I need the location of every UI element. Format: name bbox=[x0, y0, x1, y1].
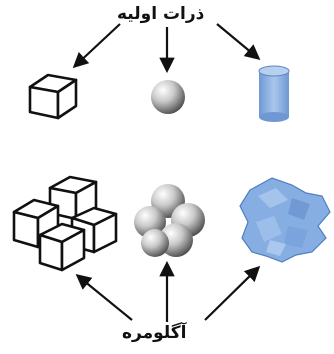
top-arrows bbox=[72, 23, 261, 74]
arrow-to-cube bbox=[72, 23, 121, 69]
sphere-particle-icon bbox=[151, 80, 185, 114]
agglomerate-label: آگلومره bbox=[122, 323, 187, 343]
cube-agglomerate-icon bbox=[12, 175, 118, 272]
cylinder-agglomerate-icon bbox=[239, 177, 331, 263]
cube-particle-icon bbox=[28, 73, 78, 120]
bottom-arrows bbox=[75, 260, 261, 322]
arrow-to-cube-agglomerate bbox=[75, 274, 133, 321]
primary-particles-label: ذرات اولیه bbox=[117, 4, 205, 24]
arrow-to-cylinder-agglomerate bbox=[204, 265, 261, 321]
cylinder-particle-icon bbox=[258, 65, 290, 122]
arrow-to-cylinder bbox=[216, 23, 261, 60]
sphere-agglomerate-icon bbox=[134, 184, 205, 257]
